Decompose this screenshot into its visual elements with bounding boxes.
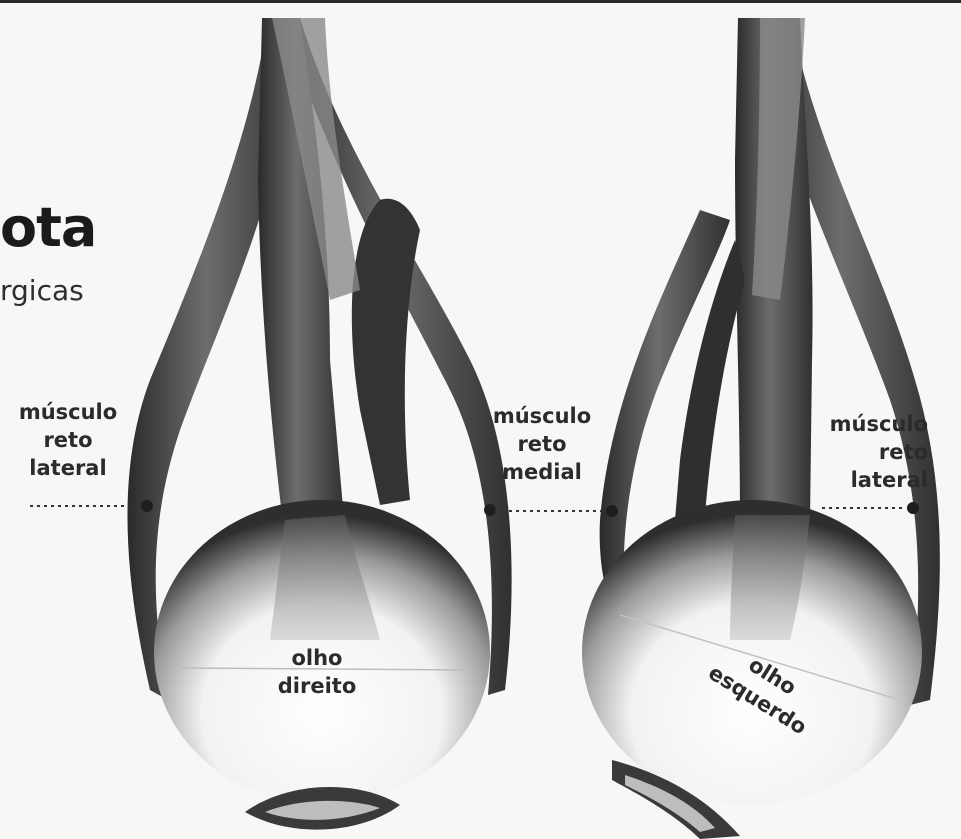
label-medial-muscle: músculo reto medial: [482, 402, 602, 486]
label-text: direito: [262, 672, 372, 700]
right-eye-lateral-dot: [141, 500, 153, 512]
right-eye-medial-dot: [484, 504, 496, 516]
left-eye-lateral-dot: [907, 502, 919, 514]
label-text: lateral: [808, 466, 928, 494]
label-right-eye: olho direito: [262, 644, 372, 700]
label-text: músculo: [808, 410, 928, 438]
label-text: olho: [262, 644, 372, 672]
label-left-lateral-muscle: músculo reto lateral: [8, 398, 128, 482]
label-text: reto: [482, 430, 602, 458]
label-text: medial: [482, 458, 602, 486]
label-text: reto: [8, 426, 128, 454]
label-text: lateral: [8, 454, 128, 482]
label-text: músculo: [482, 402, 602, 430]
label-right-lateral-muscle: músculo reto lateral: [808, 410, 928, 494]
left-eye-medial-dot: [606, 505, 618, 517]
right-eye-group: [128, 18, 512, 830]
right-eye-oblique-muscle: [352, 199, 420, 505]
label-text: reto: [808, 438, 928, 466]
label-text: músculo: [8, 398, 128, 426]
